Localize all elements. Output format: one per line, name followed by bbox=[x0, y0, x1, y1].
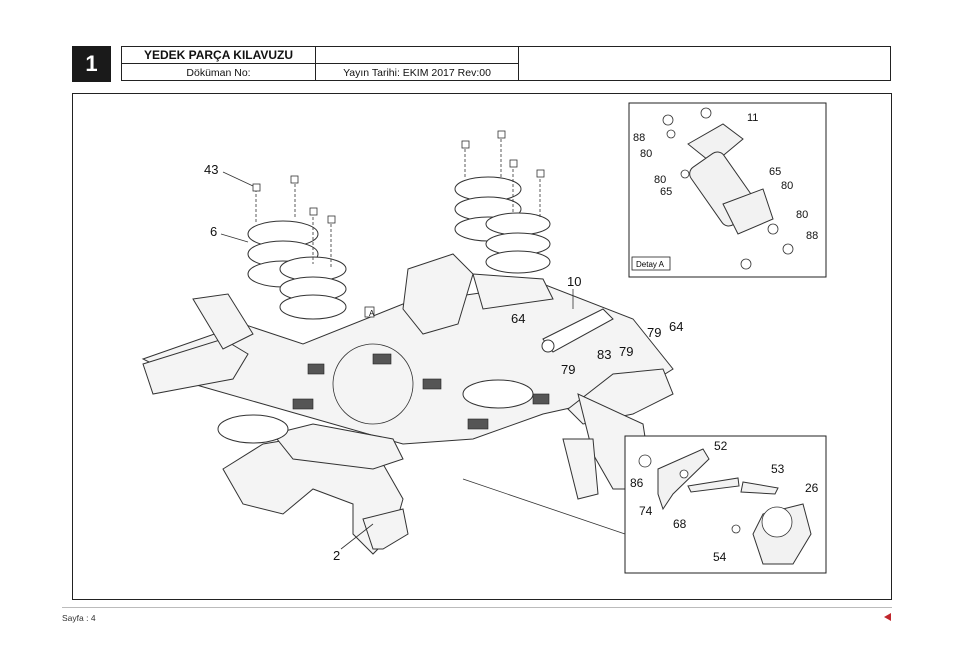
callout-79-mid: 79 bbox=[619, 344, 633, 359]
callout-83: 83 bbox=[597, 347, 611, 362]
detail-b-callout-54: 54 bbox=[713, 550, 727, 564]
detail-a-callout-80-mid: 80 bbox=[654, 174, 666, 186]
callout-10: 10 bbox=[567, 274, 581, 289]
detail-b-callout-53: 53 bbox=[771, 462, 785, 476]
previous-page-arrow-icon[interactable] bbox=[884, 613, 891, 621]
detail-a-callout-65-left: 65 bbox=[660, 186, 672, 198]
detail-a-callout-80-right: 80 bbox=[781, 180, 793, 192]
footer-divider bbox=[62, 607, 892, 608]
detail-a-label: Detay A bbox=[636, 260, 665, 269]
callout-79-upper: 79 bbox=[647, 325, 661, 340]
document-header: YEDEK PARÇA KILAVUZU Döküman No: Yayın T… bbox=[121, 46, 891, 81]
document-title: YEDEK PARÇA KILAVUZU bbox=[122, 47, 316, 64]
suspension-exploded-diagram: 43 6 10 64 64 79 79 79 83 2 A bbox=[141, 102, 827, 574]
header-empty-cell-wide bbox=[519, 47, 891, 81]
detail-b-callout-26: 26 bbox=[805, 481, 819, 495]
detail-b-callout-68: 68 bbox=[673, 517, 687, 531]
section-number-badge: 1 bbox=[72, 46, 111, 82]
callout-A: A bbox=[369, 309, 375, 318]
release-date: Yayın Tarihi: EKIM 2017 Rev:00 bbox=[316, 64, 519, 81]
document-number-label: Döküman No: bbox=[122, 64, 316, 81]
callout-64-left: 64 bbox=[511, 311, 525, 326]
detail-a-callout-88-top: 88 bbox=[633, 132, 645, 144]
detail-a-callout-80-top: 80 bbox=[640, 148, 652, 160]
detail-a-callout-11: 11 bbox=[747, 112, 758, 124]
detail-a-callout-88-bottom: 88 bbox=[806, 230, 818, 242]
callout-2: 2 bbox=[333, 548, 340, 563]
detail-a-inset: Detay A 11 88 80 80 65 65 80 80 88 bbox=[628, 102, 827, 278]
detail-a-callout-65-right: 65 bbox=[769, 166, 781, 178]
callout-64-right: 64 bbox=[669, 319, 683, 334]
exploded-view-frame: 43 6 10 64 64 79 79 79 83 2 A bbox=[72, 93, 892, 600]
callout-43: 43 bbox=[204, 162, 218, 177]
header-empty-cell bbox=[316, 47, 519, 64]
callout-79-lower: 79 bbox=[561, 362, 575, 377]
detail-b-callout-74: 74 bbox=[639, 504, 653, 518]
detail-a-callout-80-bottom: 80 bbox=[796, 209, 808, 221]
detail-b-callout-52: 52 bbox=[714, 439, 728, 453]
detail-b-inset: 52 53 26 86 74 68 54 bbox=[624, 435, 827, 574]
detail-b-callout-86: 86 bbox=[630, 476, 644, 490]
page-number: Sayfa : 4 bbox=[62, 613, 96, 623]
callout-6: 6 bbox=[210, 224, 217, 239]
